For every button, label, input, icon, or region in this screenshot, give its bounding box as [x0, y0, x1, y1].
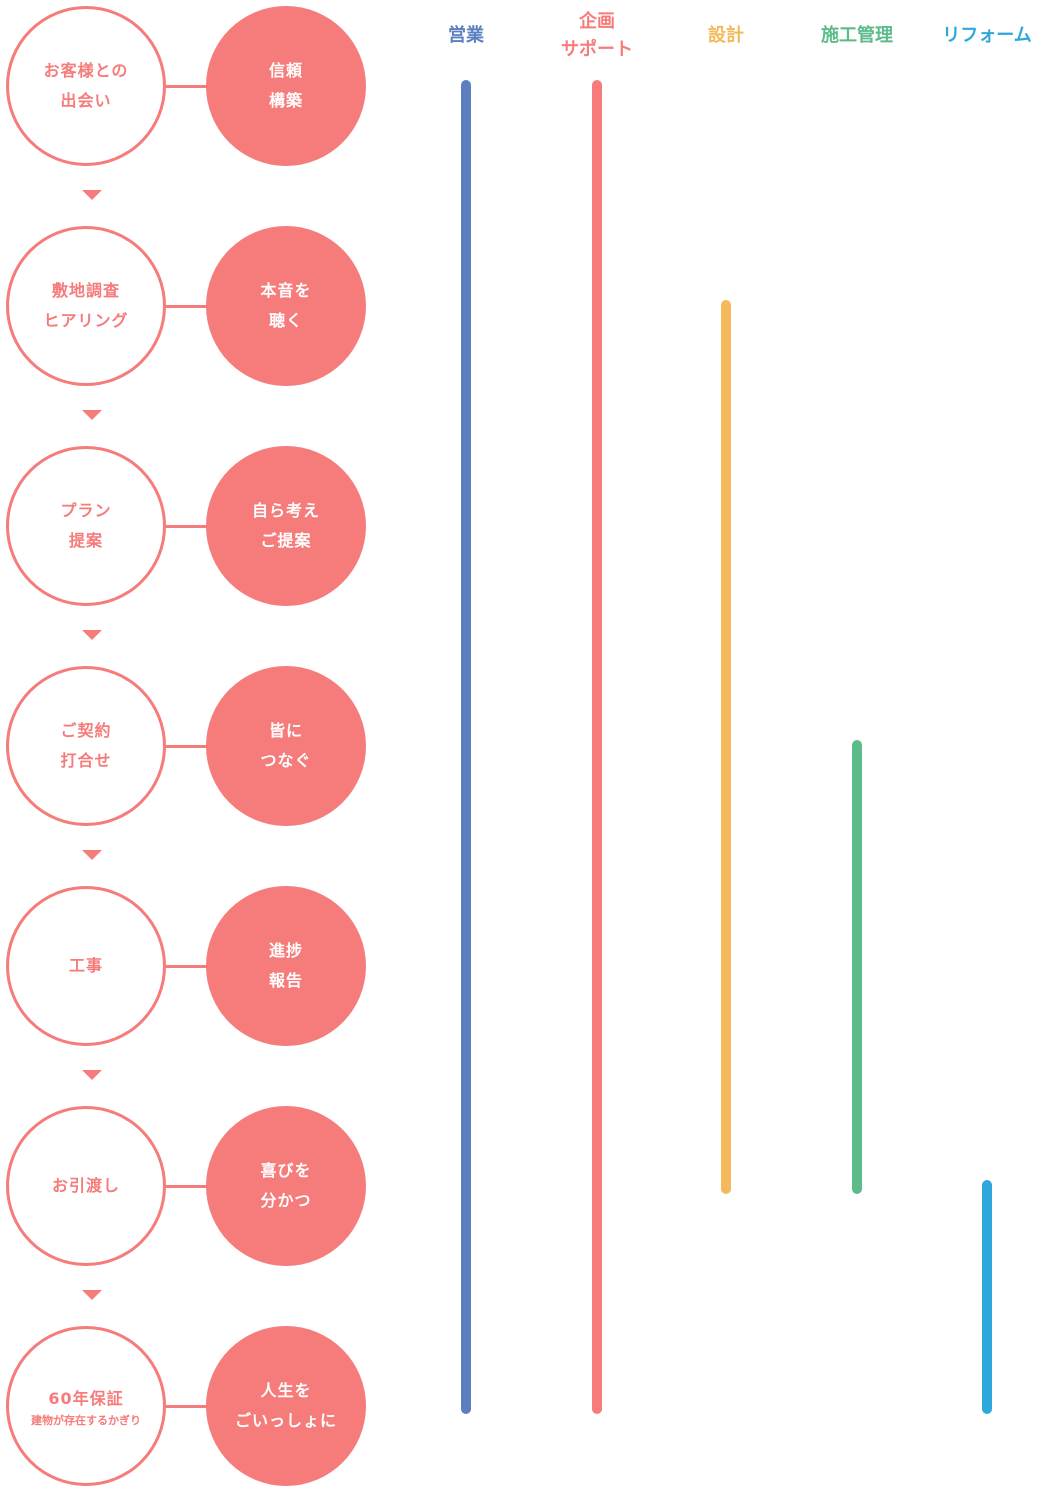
- stage-circle: お引渡し: [6, 1106, 166, 1266]
- value-label: 分かつ: [260, 1191, 312, 1210]
- role-label: 施工管理: [821, 25, 893, 46]
- stage-circle: ご契約打合せ: [6, 666, 166, 826]
- down-arrow-icon: [82, 850, 102, 860]
- flow-step: お引渡し 喜びを分かつ: [0, 1104, 380, 1268]
- role-duration-bar: [982, 1180, 992, 1414]
- role-duration-bar: [592, 80, 602, 1414]
- value-label: 本音を: [260, 281, 312, 300]
- stage-label: 打合せ: [60, 751, 112, 770]
- flow-step: プラン提案自ら考えご提案: [0, 444, 380, 608]
- role-label: 設計: [708, 25, 744, 46]
- role-label: 企画: [579, 11, 615, 32]
- stage-note: 建物が存在するかぎり: [31, 1414, 141, 1427]
- value-circle: 喜びを分かつ: [206, 1106, 366, 1266]
- stage-label: お引渡し: [51, 1176, 120, 1195]
- flow-step: ご契約打合せ皆につなぐ: [0, 664, 380, 828]
- value-label: つなぐ: [260, 751, 312, 770]
- role-duration-bar: [721, 300, 731, 1194]
- flow-step: 敷地調査ヒアリング本音を聴く: [0, 224, 380, 388]
- stage-label: 出会い: [60, 91, 112, 110]
- value-label: 報告: [268, 971, 303, 990]
- role-duration-bar: [852, 740, 862, 1194]
- step-connector: [166, 1185, 208, 1188]
- step-connector: [166, 965, 208, 968]
- stage-label: 提案: [68, 531, 103, 550]
- step-connector: [166, 85, 208, 88]
- role-label: リフォーム: [942, 25, 1032, 46]
- step-connector: [166, 1405, 208, 1408]
- stage-label: 工事: [68, 956, 103, 975]
- value-label: ご提案: [260, 531, 312, 550]
- value-label: 聴く: [268, 311, 303, 330]
- role-header: 施工管理: [787, 22, 927, 50]
- stage-label: ヒアリング: [43, 311, 129, 330]
- stage-label: 敷地調査: [51, 281, 120, 300]
- value-circle: 人生をごいっしょに: [206, 1326, 366, 1486]
- value-label: ごいっしょに: [234, 1411, 337, 1430]
- value-label: 信頼: [268, 61, 303, 80]
- stage-label: ご契約: [60, 721, 112, 740]
- stage-label: プラン: [60, 501, 112, 520]
- stage-label: 60年保証: [48, 1389, 124, 1408]
- role-header: 設計: [656, 22, 796, 50]
- down-arrow-icon: [82, 1290, 102, 1300]
- stage-label: お客様との: [43, 61, 129, 80]
- role-label: サポート: [561, 39, 633, 60]
- down-arrow-icon: [82, 630, 102, 640]
- stage-circle: 60年保証建物が存在するかぎり: [6, 1326, 166, 1486]
- value-circle: 皆につなぐ: [206, 666, 366, 826]
- step-connector: [166, 305, 208, 308]
- step-connector: [166, 525, 208, 528]
- role-header: リフォーム: [917, 22, 1057, 50]
- role-header: 営業: [396, 22, 536, 50]
- stage-circle: お客様との出会い: [6, 6, 166, 166]
- value-circle: 自ら考えご提案: [206, 446, 366, 606]
- down-arrow-icon: [82, 190, 102, 200]
- role-label: 営業: [448, 25, 484, 46]
- stage-circle: 工事: [6, 886, 166, 1046]
- value-label: 皆に: [268, 721, 303, 740]
- flow-step: 60年保証建物が存在するかぎり人生をごいっしょに: [0, 1324, 380, 1488]
- value-label: 構築: [268, 91, 303, 110]
- value-label: 喜びを: [260, 1161, 312, 1180]
- stage-circle: プラン提案: [6, 446, 166, 606]
- role-header: 企画サポート: [527, 8, 667, 64]
- down-arrow-icon: [82, 1070, 102, 1080]
- role-duration-bar: [461, 80, 471, 1414]
- value-circle: 本音を聴く: [206, 226, 366, 386]
- value-label: 自ら考え: [251, 501, 320, 520]
- step-connector: [166, 745, 208, 748]
- value-circle: 信頼構築: [206, 6, 366, 166]
- value-label: 進捗: [268, 941, 303, 960]
- stage-circle: 敷地調査ヒアリング: [6, 226, 166, 386]
- flow-step: お客様との出会い信頼構築: [0, 4, 380, 168]
- value-circle: 進捗報告: [206, 886, 366, 1046]
- flow-step: 工事 進捗報告: [0, 884, 380, 1048]
- down-arrow-icon: [82, 410, 102, 420]
- value-label: 人生を: [260, 1381, 312, 1400]
